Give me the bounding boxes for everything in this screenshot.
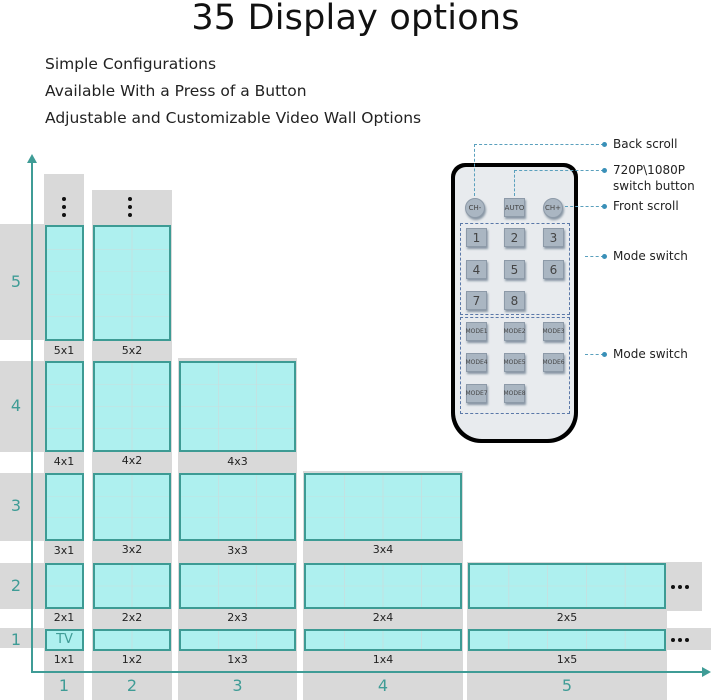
wall-1x4[interactable] bbox=[304, 629, 462, 651]
label-2x2: 2x2 bbox=[121, 611, 143, 624]
label-3x3: 3x3 bbox=[227, 544, 248, 557]
label-4x2: 4x2 bbox=[121, 454, 143, 467]
more-rows-icon bbox=[62, 197, 66, 217]
label-2x4: 2x4 bbox=[372, 611, 394, 624]
x-label-5: 5 bbox=[561, 676, 573, 695]
auto-button[interactable]: AUTO bbox=[504, 198, 525, 217]
y-label-1: 1 bbox=[10, 630, 22, 649]
callout-mode-switch-1: Mode switch bbox=[613, 249, 688, 263]
label-1x2: 1x2 bbox=[121, 653, 143, 666]
label-2x3: 2x3 bbox=[227, 611, 248, 624]
number-button-8[interactable]: 8 bbox=[504, 291, 525, 310]
wall-4x2[interactable] bbox=[93, 361, 171, 452]
x-axis-line bbox=[31, 671, 703, 673]
page-title: 35 Display options bbox=[191, 0, 520, 38]
wall-1x2[interactable] bbox=[93, 629, 171, 651]
mode-button-5[interactable]: MODE5 bbox=[503, 353, 526, 372]
number-button-6[interactable]: 6 bbox=[543, 260, 564, 279]
callout-dot bbox=[602, 254, 607, 259]
row-band-4 bbox=[0, 361, 44, 452]
x-label-1: 1 bbox=[58, 676, 70, 695]
mode-button-4[interactable]: MODE4 bbox=[465, 353, 488, 372]
mode-button-8[interactable]: MODE8 bbox=[503, 384, 526, 403]
wall-2x4[interactable] bbox=[304, 563, 462, 609]
x-label-3: 3 bbox=[232, 676, 243, 695]
label-2x1: 2x1 bbox=[53, 611, 75, 624]
y-axis-arrow-icon bbox=[27, 154, 37, 163]
label-2x5: 2x5 bbox=[556, 611, 578, 624]
y-label-2: 2 bbox=[10, 576, 22, 595]
mode-button-2[interactable]: MODE2 bbox=[503, 322, 526, 341]
row-band-5 bbox=[0, 224, 44, 340]
label-4x1: 4x1 bbox=[53, 455, 75, 468]
callout-dot bbox=[602, 352, 607, 357]
row-band-3 bbox=[0, 473, 44, 541]
wall-5x2[interactable] bbox=[93, 225, 171, 341]
label-5x1: 5x1 bbox=[53, 344, 75, 357]
row-band-2 bbox=[0, 563, 44, 609]
wall-3x3[interactable] bbox=[179, 473, 296, 541]
number-group-outline bbox=[460, 223, 570, 315]
feature-1: Simple Configurations bbox=[45, 55, 217, 73]
label-3x2: 3x2 bbox=[121, 543, 143, 556]
label-3x1: 3x1 bbox=[53, 544, 75, 557]
callout-dot bbox=[602, 168, 607, 173]
label-4x3: 4x3 bbox=[227, 455, 248, 468]
callout-mode-switch-2: Mode switch bbox=[613, 347, 688, 361]
ch-plus-button[interactable]: CH+ bbox=[543, 198, 563, 218]
number-button-1[interactable]: 1 bbox=[466, 228, 487, 247]
x-axis-arrow-icon bbox=[702, 667, 711, 677]
y-label-4: 4 bbox=[10, 396, 22, 415]
mode-button-6[interactable]: MODE6 bbox=[542, 353, 565, 372]
callout-dot bbox=[602, 204, 607, 209]
x-label-4: 4 bbox=[377, 676, 389, 695]
wall-1x1[interactable]: TV bbox=[45, 629, 84, 651]
y-label-3: 3 bbox=[10, 496, 22, 515]
wall-3x4[interactable] bbox=[304, 473, 462, 541]
label-5x2: 5x2 bbox=[121, 344, 143, 357]
remote-control: CH- AUTO CH+ 1 2 3 4 5 6 7 8 MODE1 MODE2… bbox=[451, 163, 578, 443]
feature-3: Adjustable and Customizable Video Wall O… bbox=[45, 109, 422, 127]
y-axis-line bbox=[31, 160, 33, 672]
wall-1x5[interactable] bbox=[468, 629, 666, 651]
wall-5x1[interactable] bbox=[45, 225, 84, 341]
x-label-2: 2 bbox=[126, 676, 138, 695]
feature-2: Available With a Press of a Button bbox=[45, 82, 307, 100]
wall-3x1[interactable] bbox=[45, 473, 84, 541]
mode-button-1[interactable]: MODE1 bbox=[465, 322, 488, 341]
callout-back-scroll: Back scroll bbox=[613, 137, 678, 151]
ch-minus-button[interactable]: CH- bbox=[465, 198, 485, 218]
wall-2x3[interactable] bbox=[179, 563, 296, 609]
number-button-2[interactable]: 2 bbox=[504, 228, 525, 247]
callout-switch-line1: 720P\1080P bbox=[613, 163, 685, 177]
mode-group-outline bbox=[460, 317, 570, 414]
number-button-7[interactable]: 7 bbox=[466, 291, 487, 310]
tv-label: TV bbox=[56, 632, 73, 647]
mode-button-7[interactable]: MODE7 bbox=[465, 384, 488, 403]
wall-1x3[interactable] bbox=[179, 629, 296, 651]
callout-front-scroll: Front scroll bbox=[613, 199, 679, 213]
label-3x4: 3x4 bbox=[372, 543, 394, 556]
wall-2x1[interactable] bbox=[45, 563, 84, 609]
label-1x1: 1x1 bbox=[53, 653, 75, 666]
callout-dot bbox=[602, 142, 607, 147]
callout-switch-line2: switch button bbox=[613, 179, 695, 193]
number-button-3[interactable]: 3 bbox=[543, 228, 564, 247]
number-button-4[interactable]: 4 bbox=[466, 260, 487, 279]
wall-3x2[interactable] bbox=[93, 473, 171, 541]
row-band-1 bbox=[0, 628, 44, 648]
more-cols-icon bbox=[671, 585, 689, 589]
label-1x5: 1x5 bbox=[556, 653, 578, 666]
label-1x3: 1x3 bbox=[227, 653, 248, 666]
more-rows-icon bbox=[128, 197, 132, 217]
wall-4x3[interactable] bbox=[179, 361, 296, 452]
label-1x4: 1x4 bbox=[372, 653, 394, 666]
wall-4x1[interactable] bbox=[45, 361, 84, 452]
more-cols-icon bbox=[671, 638, 689, 642]
wall-2x5[interactable] bbox=[468, 563, 666, 609]
number-button-5[interactable]: 5 bbox=[504, 260, 525, 279]
wall-2x2[interactable] bbox=[93, 563, 171, 609]
mode-button-3[interactable]: MODE3 bbox=[542, 322, 565, 341]
y-label-5: 5 bbox=[10, 272, 22, 291]
